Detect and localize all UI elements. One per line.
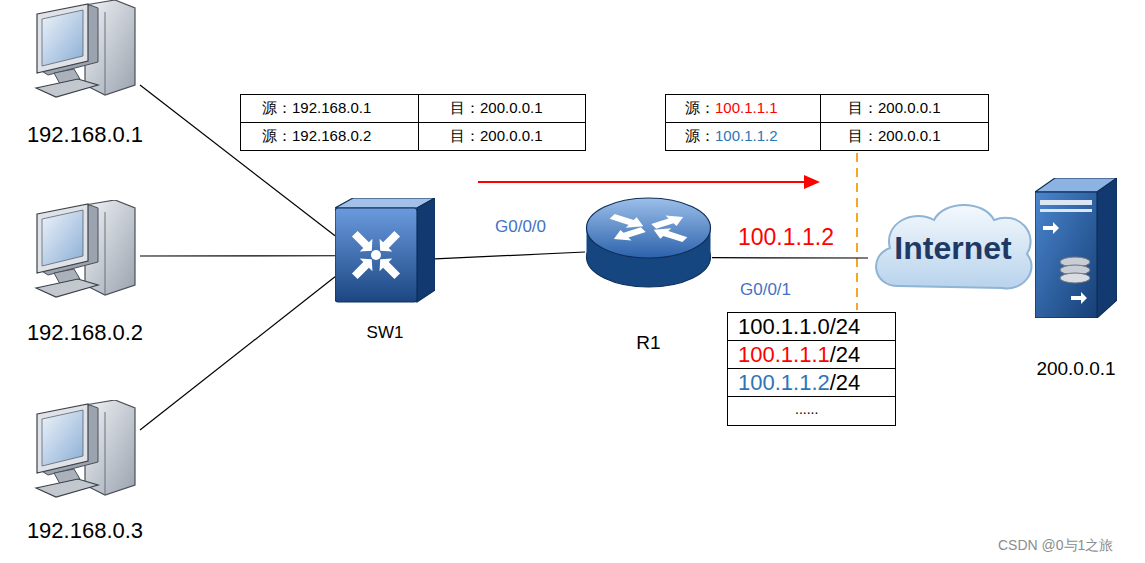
port-label: G0/0/0: [495, 217, 546, 237]
switch-icon-shape: [335, 198, 435, 303]
link-line: [712, 257, 868, 258]
internet-cloud: Internet: [868, 198, 1038, 298]
table-cell: 100.1.1.1: [715, 99, 778, 116]
pool-entry: ......: [795, 401, 818, 417]
pool-entry: /24: [830, 370, 861, 395]
packet-table: [241, 95, 586, 151]
table-cell: 目：200.0.0.1: [450, 127, 543, 144]
pc-host-shape: [30, 200, 140, 300]
pc-host-shape: [30, 400, 140, 500]
node-label: 192.168.0.2: [27, 320, 143, 345]
server-icon: 200.0.0.1: [1035, 178, 1117, 318]
node-text: Internet: [894, 230, 1011, 267]
nat-boundary: [856, 153, 858, 310]
interface-ip: 100.1.1.2: [738, 224, 834, 250]
pc-host: 192.168.0.1: [30, 0, 140, 100]
link-line: [435, 252, 585, 259]
table-cell: 源：: [685, 127, 715, 144]
flow-arrow: [478, 175, 820, 189]
address-pool-table: [728, 313, 896, 426]
node-label: 192.168.0.1: [27, 122, 143, 147]
link-line: [140, 255, 335, 256]
table-cell: 源：: [685, 99, 715, 116]
pool-entry: 100.1.1.1: [738, 342, 830, 367]
packet-table: [666, 95, 989, 151]
node-label: 200.0.0.1: [1036, 358, 1115, 380]
table-cell: 源：192.168.0.2: [262, 127, 371, 144]
link-line: [140, 277, 335, 430]
table-cell: 目：200.0.0.1: [848, 127, 941, 144]
pool-entry: 100.1.1.0/24: [738, 314, 860, 339]
router-icon: R1: [585, 195, 712, 290]
watermark: CSDN @0与1之旅: [998, 537, 1113, 553]
server-icon-shape: [1035, 178, 1117, 318]
table-cell: 100.1.1.2: [715, 127, 778, 144]
table-cell: 目：200.0.0.1: [450, 99, 543, 116]
pc-host: 192.168.0.3: [30, 400, 140, 500]
node-label: 192.168.0.3: [27, 518, 143, 543]
table-cell: 源：192.168.0.1: [262, 99, 371, 116]
table-cell: 目：200.0.0.1: [848, 99, 941, 116]
pool-entry: 100.1.1.2: [738, 370, 830, 395]
port-label: G0/0/1: [740, 280, 791, 300]
pc-host-shape: [30, 0, 140, 100]
node-label: R1: [636, 332, 660, 354]
node-label: SW1: [367, 323, 404, 343]
router-icon-shape: [585, 195, 712, 290]
pc-host: 192.168.0.2: [30, 200, 140, 300]
pool-entry: /24: [830, 342, 861, 367]
switch-icon: SW1: [335, 198, 435, 303]
